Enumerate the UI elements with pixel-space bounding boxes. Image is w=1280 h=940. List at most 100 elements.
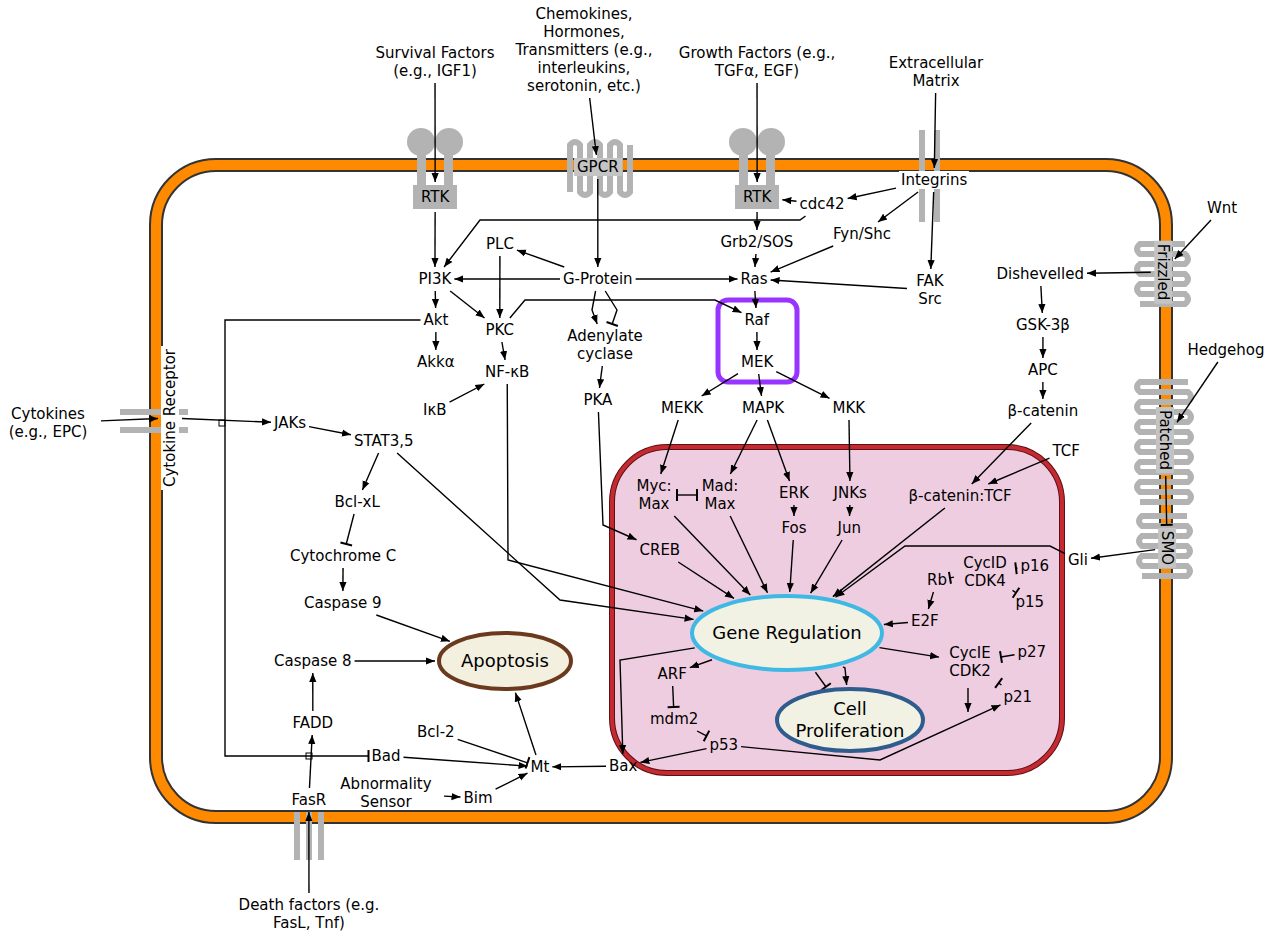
receptor-box: RTK [735, 185, 779, 209]
node-text: Hedgehog [1188, 341, 1265, 359]
molecule-label: NF-κB [485, 363, 529, 381]
inhibition-line [346, 514, 354, 544]
receptor-label: Integrins [899, 171, 969, 189]
signal-arrow [552, 766, 606, 768]
node-text: STAT3,5 [354, 432, 414, 450]
inhibition-line [1001, 655, 1015, 657]
signal-arrow [730, 516, 767, 593]
signal-arrow [690, 660, 712, 668]
signal-arrow [444, 216, 805, 267]
signal-arrow [499, 256, 501, 318]
node-text: PKC [486, 321, 515, 339]
signal-arrow [502, 342, 505, 360]
nucleus-outline [612, 447, 1062, 773]
inhibition-line [999, 683, 1002, 685]
signal-arrow [782, 200, 796, 202]
node-text: Adenylate cyclase [555, 327, 655, 363]
signal-arrow [756, 212, 758, 230]
stimulus-label: Survival Factors (e.g., IGF1) [360, 44, 510, 80]
molecule-label: Akkα [417, 353, 455, 371]
receptor-serpentine [570, 142, 630, 195]
molecule-label: Cytochrome C [290, 547, 396, 565]
molecule-label: p27 [1018, 643, 1047, 661]
node-text: GSK-3β [1016, 316, 1070, 334]
receptor-stem [417, 150, 426, 186]
molecule-label: PLC [486, 235, 514, 253]
molecule-label: MEKK [661, 399, 703, 417]
node-text: E2F [911, 612, 939, 630]
signal-arrow [790, 540, 793, 592]
stimulus-label: Cytokines (e.g., EPC) [0, 405, 98, 441]
molecule-label: PKC [486, 321, 515, 339]
node-text: Frizzled [1154, 244, 1172, 301]
node-text: GPCR [577, 158, 619, 176]
node-text: p27 [1018, 643, 1047, 661]
node-text: FADD [293, 714, 334, 732]
signal-arrow [510, 300, 742, 318]
signal-arrow [620, 648, 695, 754]
inhibition-line [1165, 476, 1167, 525]
signal-arrow [435, 332, 436, 350]
node-text: MKK [833, 399, 866, 417]
signal-arrow [1042, 382, 1043, 399]
stimulus-label: Extracellular Matrix [881, 54, 991, 90]
molecule-label: Caspase 8 [274, 652, 352, 670]
signal-arrow [1087, 272, 1151, 273]
molecule-label: ERK [779, 484, 809, 502]
signal-arrow [515, 693, 536, 755]
signal-arrow [928, 592, 933, 609]
signal-arrow [756, 83, 758, 182]
stimulus-label: Wnt [1207, 199, 1237, 217]
node-text: Wnt [1207, 199, 1237, 217]
molecule-label: PI3K [419, 270, 452, 288]
node-text: p15 [1016, 593, 1045, 611]
node-text: Akt [424, 311, 449, 329]
node-text: Fos [782, 519, 807, 537]
signal-arrow [755, 291, 756, 308]
inhibition-line [672, 686, 674, 707]
node-text: APC [1028, 361, 1058, 379]
signal-arrow [308, 812, 310, 893]
molecule-label: STAT3,5 [354, 432, 414, 450]
node-text: G-Protein [563, 270, 633, 288]
signal-arrow [312, 673, 313, 711]
molecule-label: Fyn/Shc [833, 225, 891, 243]
stimulus-label: Death factors (e.g. FasL, Tnf) [234, 896, 384, 932]
node-text: Fyn/Shc [833, 225, 891, 243]
signal-arrow [1042, 337, 1043, 358]
signal-arrow [342, 568, 344, 591]
signal-arrow [776, 372, 829, 399]
node-text: MAPK [742, 399, 784, 417]
node-text: Gli [1068, 551, 1088, 569]
ellipse-outline [777, 689, 923, 751]
molecule-label: β-catenin [1008, 402, 1079, 420]
signal-arrow [101, 418, 158, 420]
signal-arrow [878, 192, 918, 222]
node-text: PLC [486, 235, 514, 253]
molecule-label: Bad [372, 747, 401, 765]
signal-arrow [884, 622, 908, 624]
inhibition-line [677, 494, 697, 495]
node-text: Rb [927, 571, 947, 589]
node-text: Abnormality Sensor [331, 775, 441, 811]
inhibition-line [815, 672, 825, 686]
molecule-label: Ras [741, 270, 768, 288]
molecule-label: GSK-3β [1016, 316, 1070, 334]
node-text: Survival Factors (e.g., IGF1) [360, 44, 510, 80]
molecule-label: APC [1028, 361, 1058, 379]
node-text: TCF [1053, 442, 1080, 460]
node-text: JAKs [274, 414, 306, 432]
node-text: Caspase 8 [274, 652, 352, 670]
inhibition-line [697, 731, 706, 736]
molecule-label: Bcl-xL [335, 493, 380, 511]
molecule-label: MKK [833, 399, 866, 417]
rtk-receptor-symbol [407, 128, 785, 186]
receptor-label: GPCR [574, 158, 622, 176]
node-text: ARF [658, 665, 687, 683]
signal-arrow [661, 420, 678, 474]
inhibition-line [225, 320, 421, 756]
stimulus-label: Chemokines, Hormones, Transmitters (e.g.… [502, 5, 667, 95]
node-text: β-catenin:TCF [909, 487, 1012, 505]
node-text: Ras [741, 270, 768, 288]
